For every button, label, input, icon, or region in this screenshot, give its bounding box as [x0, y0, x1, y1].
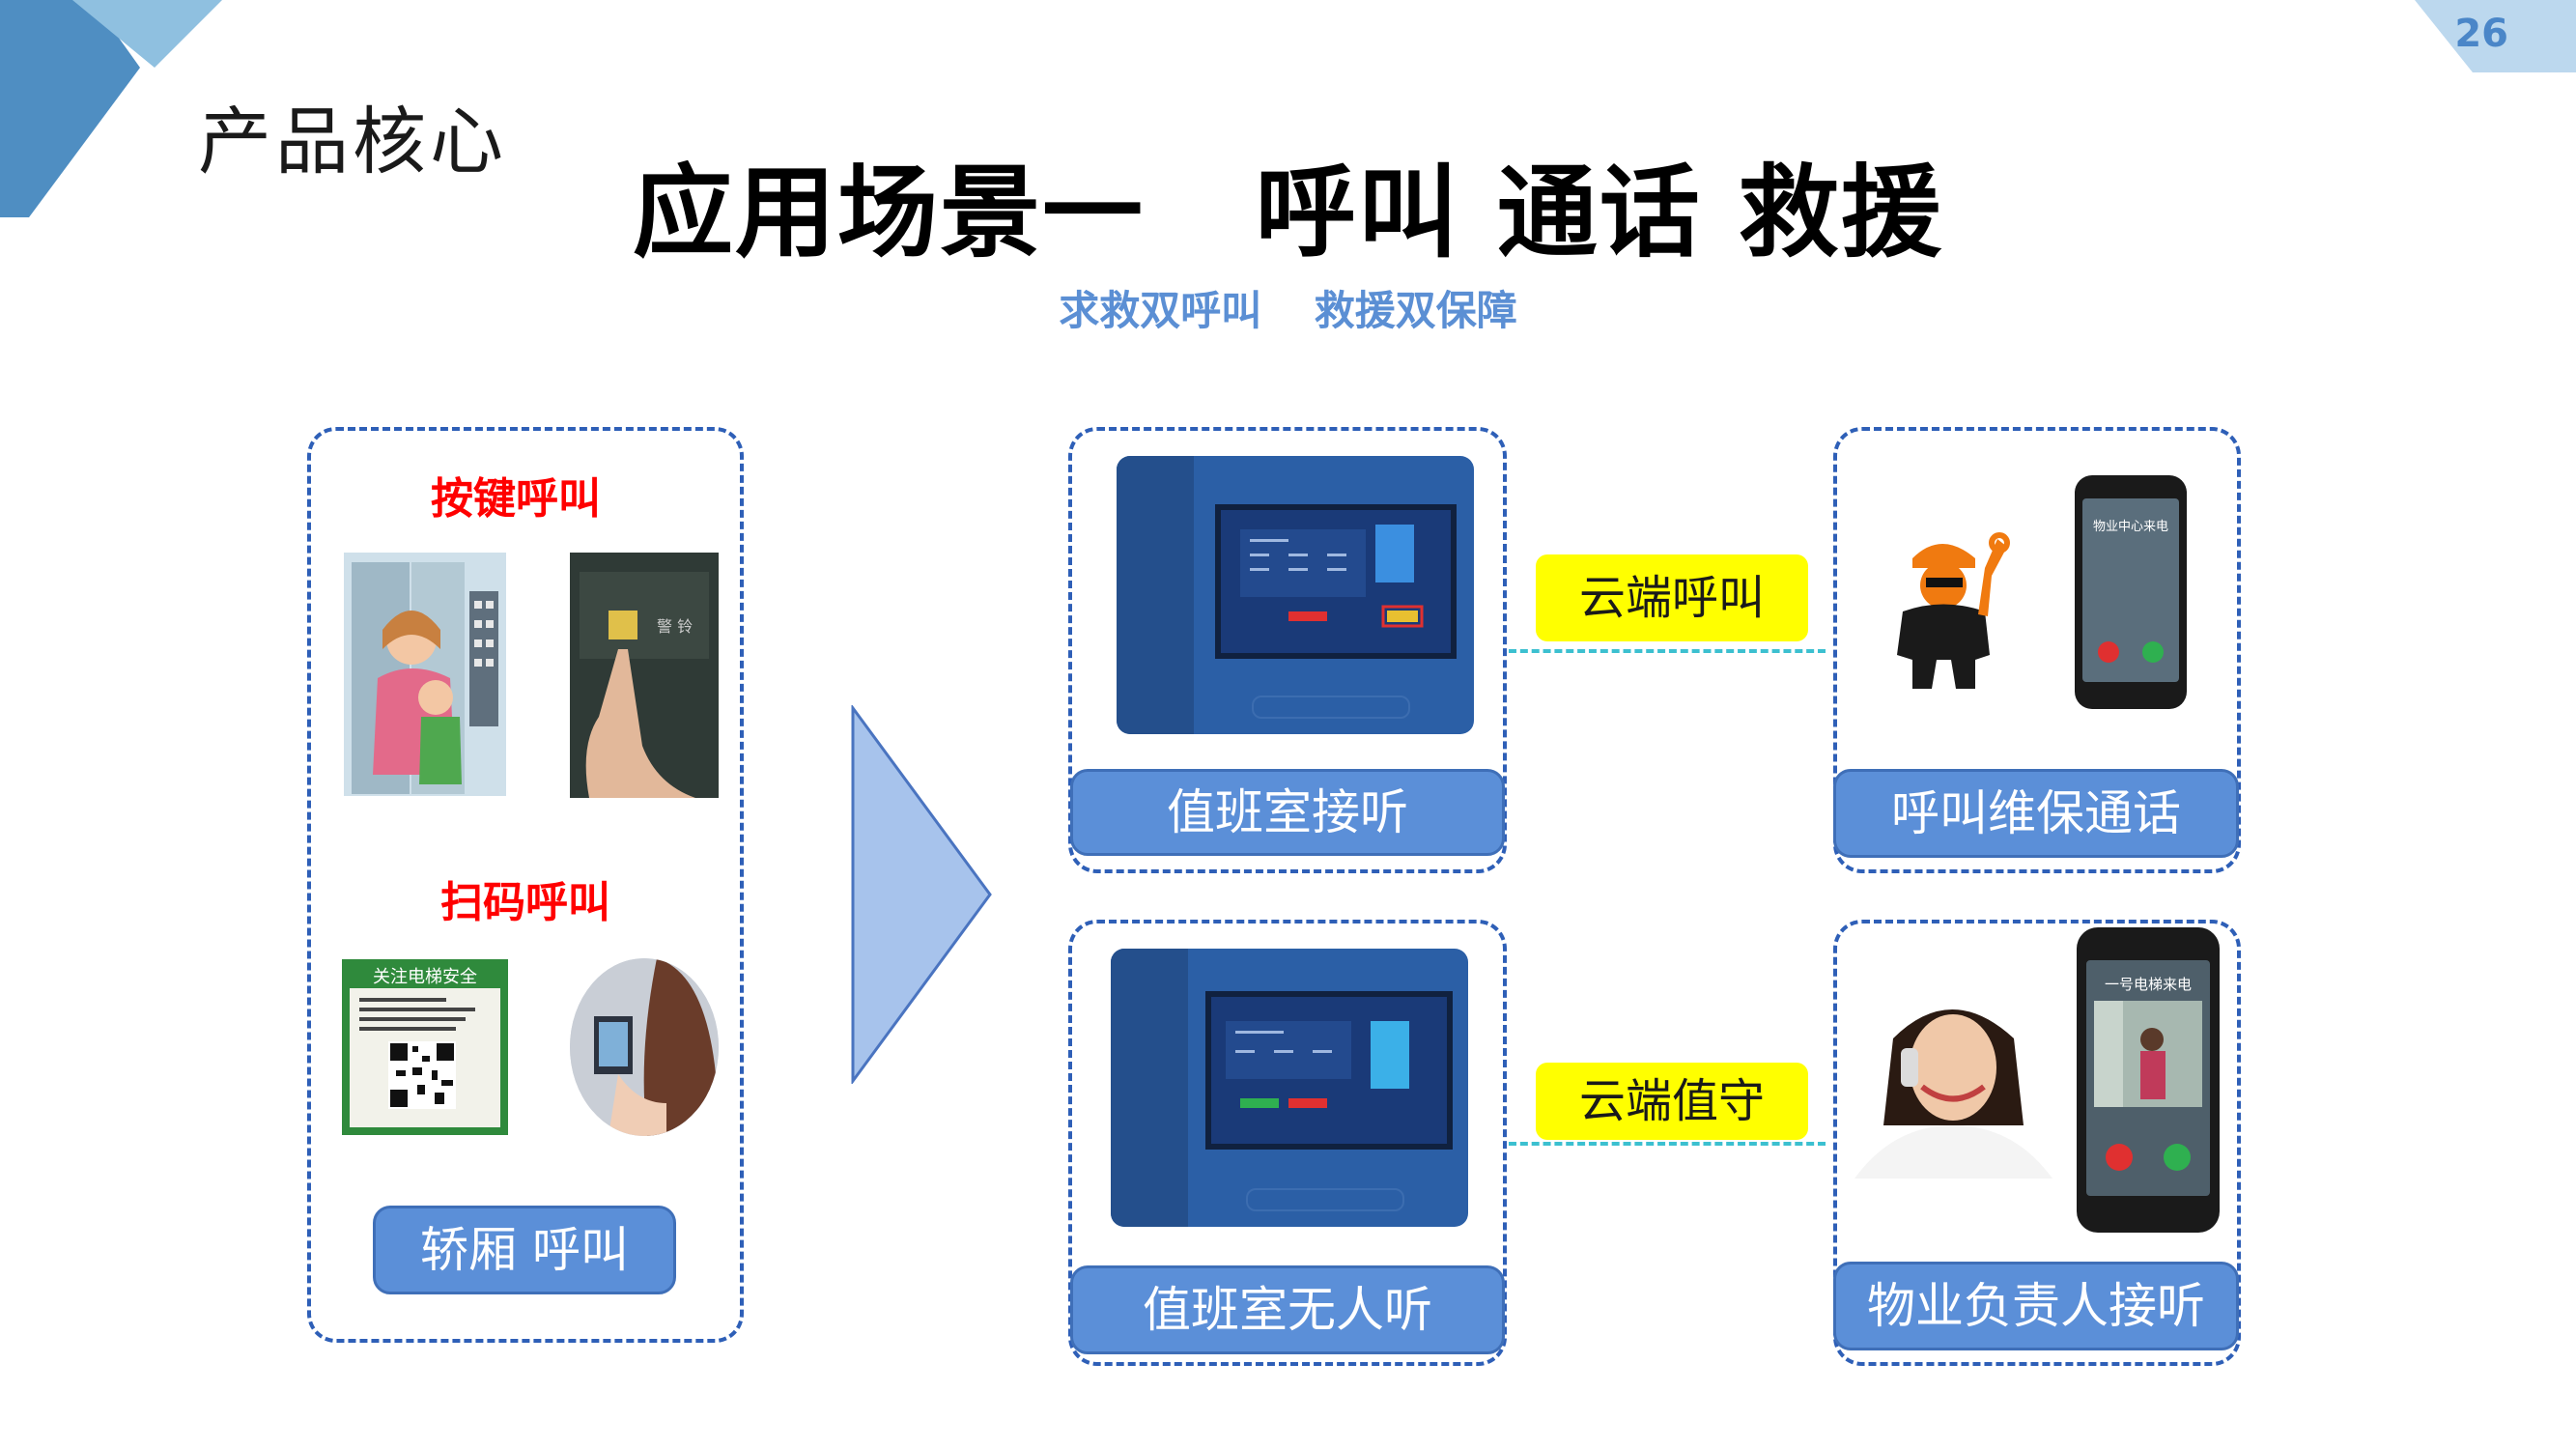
arrow-right-icon — [851, 705, 992, 1084]
woman-on-phone-photo — [1854, 980, 2052, 1179]
subtitle: 求救双呼叫 救援双保障 — [1059, 287, 1517, 334]
left-panel — [307, 427, 744, 1343]
phone-bottom-caller: 一号电梯来电 — [2104, 976, 2192, 993]
section-title: 产品核心 — [198, 99, 507, 185]
phone-bottom: 一号电梯来电 — [2077, 927, 2220, 1233]
scan-call-label: 扫码呼叫 — [440, 878, 610, 927]
cloud-call-tag: 云端呼叫 — [1536, 554, 1808, 641]
corner-decoration-top-right — [2415, 0, 2576, 72]
duty-no-answer-label: 值班室无人听 — [1070, 1265, 1505, 1354]
phone-top: 物业中心来电 — [2075, 475, 2187, 709]
duty-answer-label: 值班室接听 — [1070, 769, 1505, 856]
intercom-device-bottom — [1111, 949, 1468, 1227]
qr-sign-header: 关注电梯安全 — [373, 967, 477, 987]
duty-no-answer-panel — [1068, 920, 1507, 1366]
maintenance-call-panel — [1833, 427, 2241, 873]
corner-decoration-top-left — [0, 0, 222, 217]
decline-call-icon — [2098, 641, 2119, 663]
intercom-device-top — [1117, 456, 1474, 734]
cloud-watch-tag: 云端值守 — [1536, 1063, 1808, 1140]
hand-pressing-button-photo: 警 铃 — [570, 553, 719, 798]
svg-text:警 铃: 警 铃 — [657, 617, 693, 636]
device-screen — [1215, 504, 1457, 659]
repair-worker-illustration — [1897, 532, 2010, 689]
main-title: 应用场景一 呼叫 通话 救援 — [632, 153, 1944, 271]
phone-scanning-photo — [570, 958, 719, 1136]
elevator-video-feed — [2094, 1001, 2202, 1107]
page-number: 26 — [2454, 12, 2508, 56]
device-screen — [1205, 991, 1453, 1150]
elevator-button-illustration — [344, 553, 506, 796]
property-answer-label: 物业负责人接听 — [1833, 1262, 2239, 1350]
accept-call-icon — [2164, 1144, 2191, 1171]
qr-code-sign: 关注电梯安全 — [342, 959, 508, 1135]
connector-line-bottom — [1509, 1142, 1826, 1146]
property-answer-panel — [1833, 920, 2241, 1366]
duty-answer-panel — [1068, 427, 1507, 873]
button-call-label: 按键呼叫 — [431, 474, 601, 524]
accept-call-icon — [2142, 641, 2164, 663]
maintenance-call-label: 呼叫维保通话 — [1833, 769, 2239, 858]
phone-top-caller: 物业中心来电 — [2092, 520, 2168, 534]
car-call-button[interactable]: 轿厢 呼叫 — [373, 1206, 676, 1294]
connector-line-top — [1509, 649, 1826, 653]
decline-call-icon — [2106, 1144, 2133, 1171]
